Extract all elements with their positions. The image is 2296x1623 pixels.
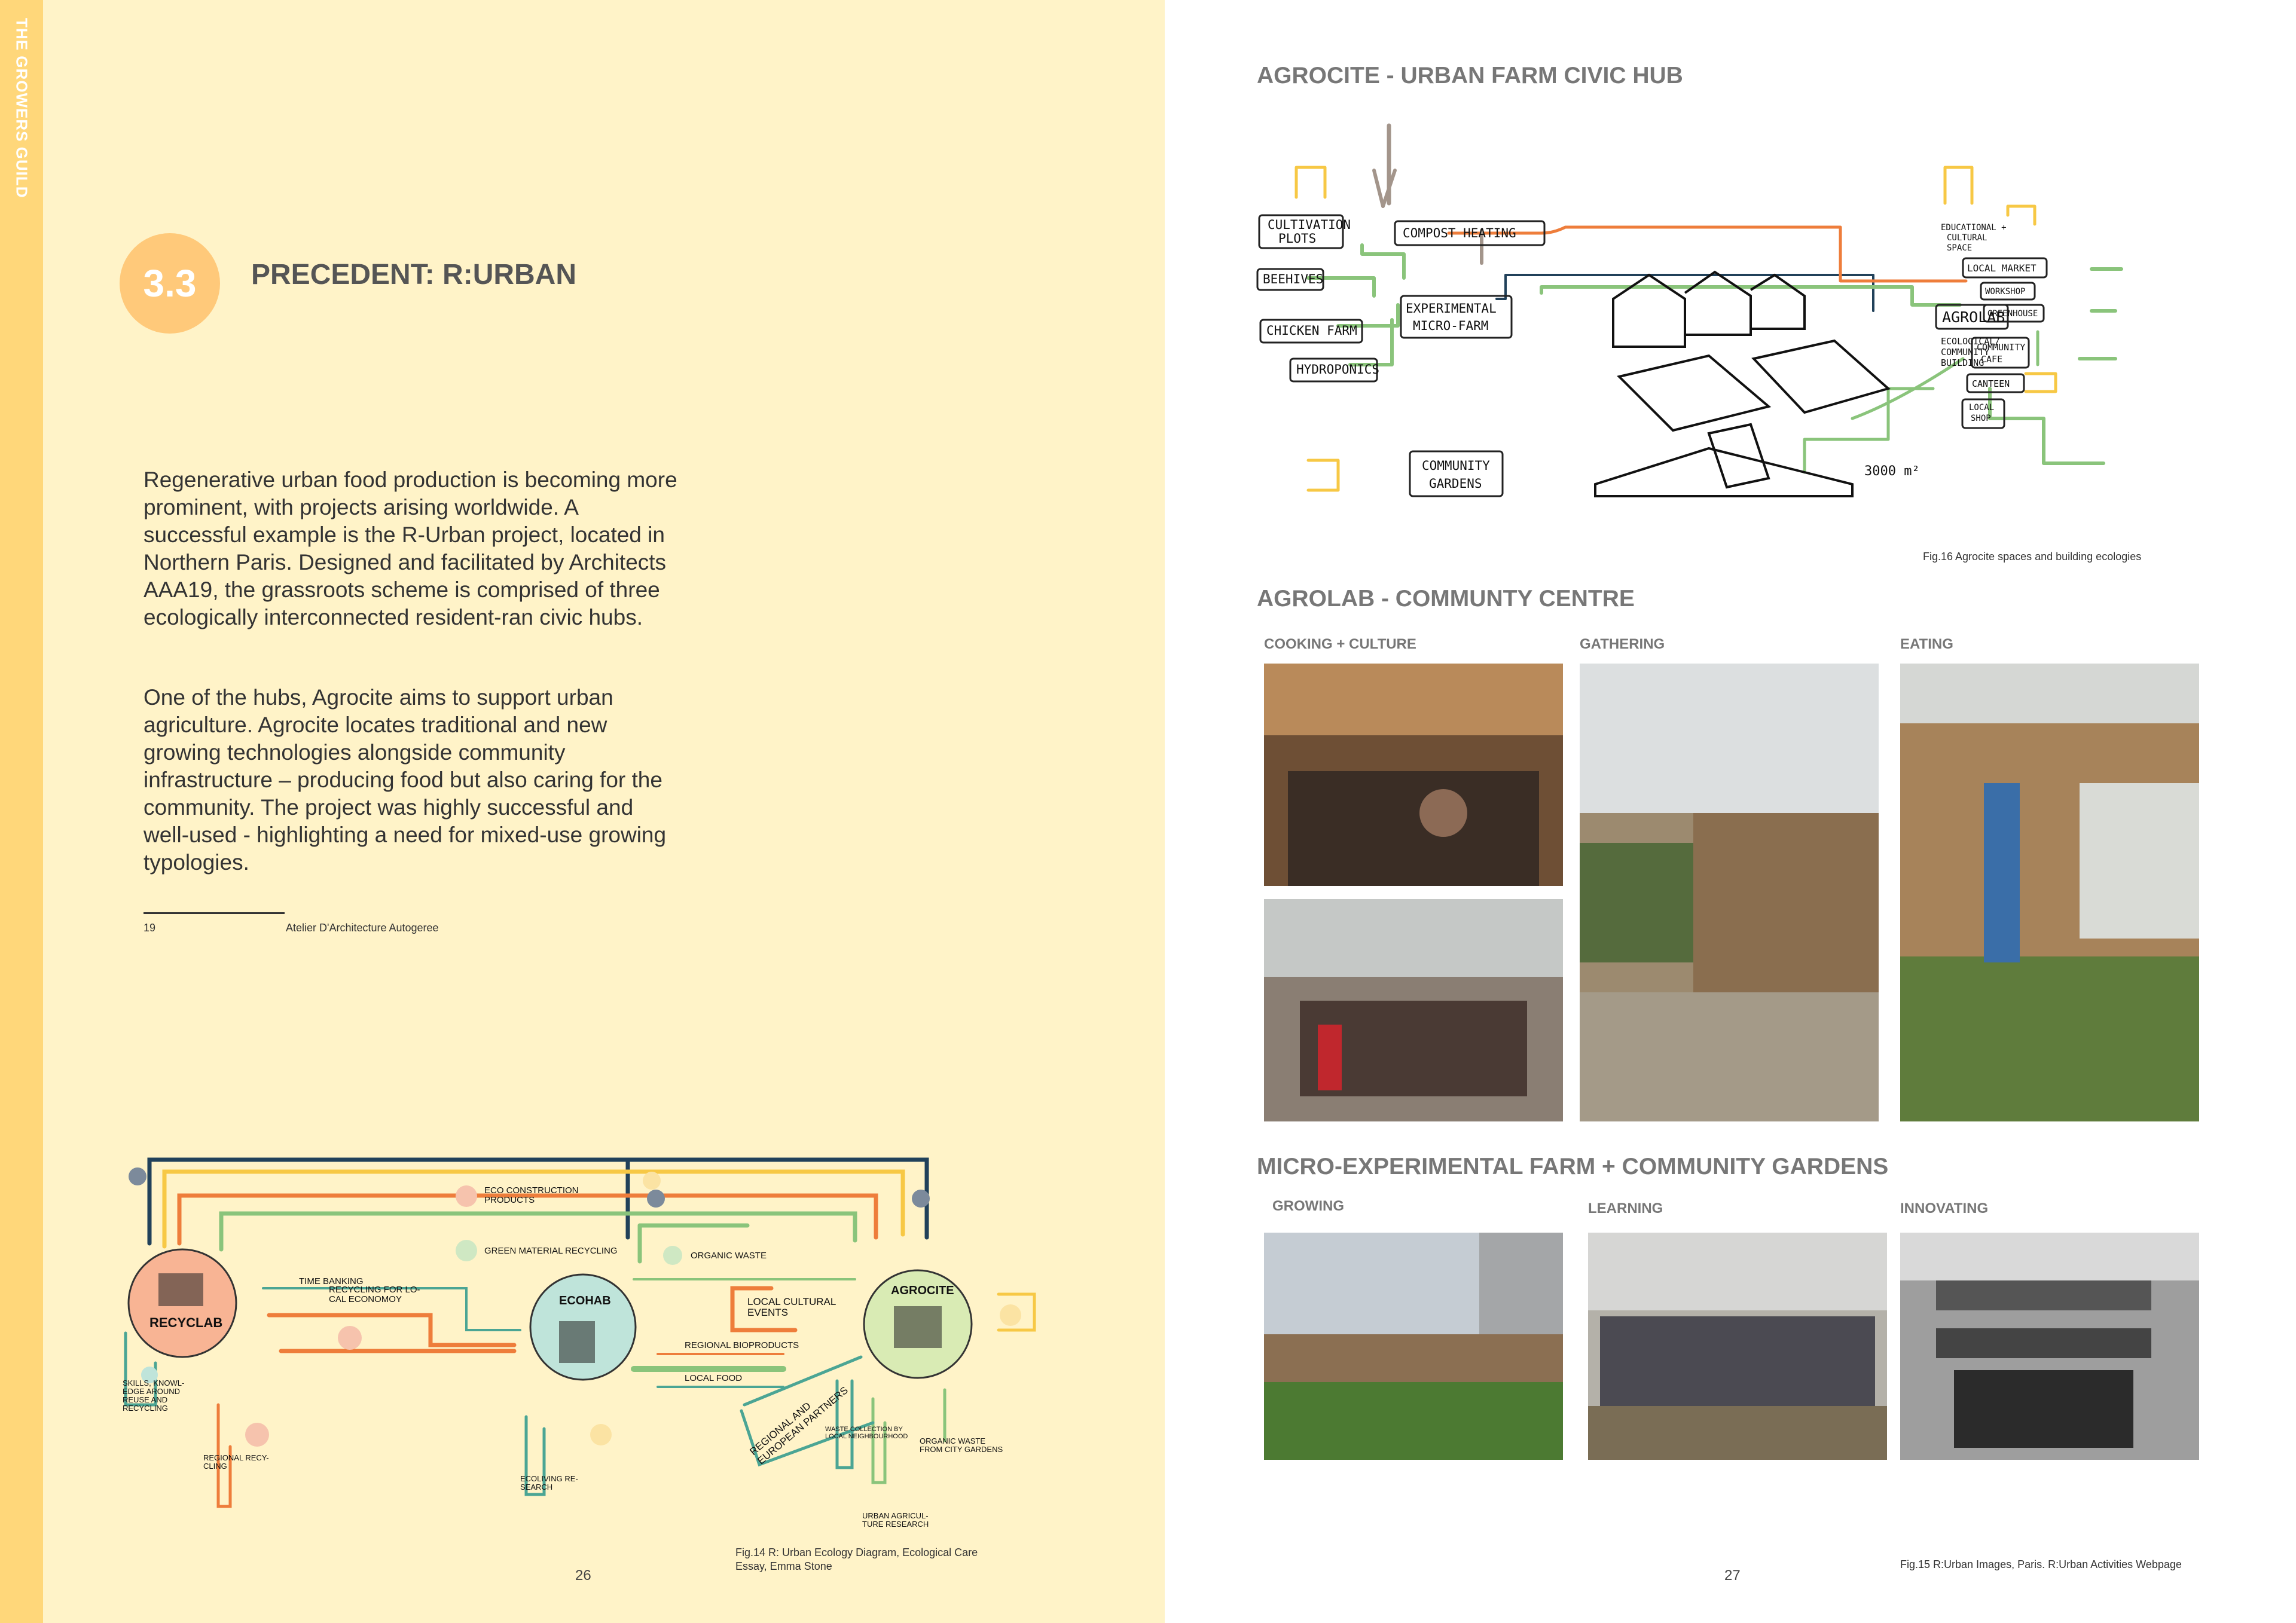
agrocite-label-cultivation-1: CULTIVATION bbox=[1268, 218, 1351, 232]
label-regional-recy-1: REGIONAL RECY- bbox=[203, 1453, 269, 1462]
agrocite-label-hydroponics: HYDROPONICS bbox=[1296, 362, 1379, 377]
label-organic-waste: ORGANIC WASTE bbox=[691, 1251, 767, 1261]
agrocite-label-workshop: WORKSHOP bbox=[1985, 287, 2025, 297]
agrocite-label-greenhouse: GREENHOUSE bbox=[1987, 309, 2038, 319]
sub-cooking: COOKING + CULTURE bbox=[1264, 636, 1416, 652]
hub-recyclab: RECYCLAB bbox=[149, 1315, 222, 1330]
body-paragraph-2: One of the hubs, Agrocite aims to suppor… bbox=[144, 685, 667, 875]
label-waste-collection-1: WASTE COLLECTION BY bbox=[825, 1426, 903, 1433]
ecology-caption-line-2: Essay, Emma Stone bbox=[735, 1560, 832, 1572]
page-number-left: 26 bbox=[575, 1567, 591, 1584]
label-products: PRODUCTS bbox=[484, 1195, 535, 1205]
label-eco-construction: ECO CONSTRUCTION bbox=[484, 1185, 579, 1196]
sub-growing: GROWING bbox=[1272, 1198, 1344, 1214]
photo-learning bbox=[1588, 1233, 1887, 1460]
label-regional-bioproducts: REGIONAL BIOPRODUCTS bbox=[685, 1340, 799, 1350]
agrocite-label-ecological-3: BUILDING bbox=[1941, 357, 1984, 368]
body-paragraph-1: Regenerative urban food production is be… bbox=[144, 467, 677, 629]
agrolab-heading: AGROLAB - COMMUNTY CENTRE bbox=[1257, 586, 1635, 612]
label-local-cultural-1: LOCAL CULTURAL bbox=[747, 1296, 836, 1307]
agrocite-label-ecological-2: COMMUNITY bbox=[1941, 347, 1989, 357]
label-skills-3: REUSE AND bbox=[123, 1395, 167, 1404]
photo-growing bbox=[1264, 1233, 1563, 1460]
microfarm-heading: MICRO-EXPERIMENTAL FARM + COMMUNITY GARD… bbox=[1257, 1154, 1889, 1179]
footnote-text: Atelier D'Architecture Autogeree bbox=[286, 922, 439, 934]
agrocite-label-community-1: COMMUNITY bbox=[1422, 459, 1490, 473]
sub-innovating: INNOVATING bbox=[1900, 1200, 1989, 1217]
label-recycling-local-1: RECYCLING FOR LO- bbox=[329, 1285, 420, 1295]
label-regional-recy-2: CLING bbox=[203, 1462, 227, 1471]
label-urban-agri-1: URBAN AGRICUL- bbox=[862, 1511, 929, 1520]
urban-ecology-diagram: RECYCLAB ECOHAB AGROCITE ECO CONSTRUCTIO… bbox=[123, 1157, 1036, 1529]
agrocite-sketch-diagram: CULTIVATION PLOTS COMPOST HEATING BEEHIV… bbox=[1256, 123, 2123, 497]
section-title: PRECEDENT: R:URBAN bbox=[251, 259, 577, 291]
label-skills-2: EDGE AROUND bbox=[123, 1387, 180, 1396]
agrocite-label-chicken: CHICKEN FARM bbox=[1266, 323, 1357, 338]
photo-cooking-1 bbox=[1264, 664, 1563, 886]
agrocite-label-educational-2: CULTURAL bbox=[1947, 233, 1987, 243]
agrocite-label-experimental-2: MICRO-FARM bbox=[1413, 319, 1488, 333]
section-number-badge: 3.3 bbox=[120, 233, 220, 334]
ecology-caption: Fig.14 R: Urban Ecology Diagram, Ecologi… bbox=[735, 1546, 978, 1573]
label-skills-4: RECYCLING bbox=[123, 1404, 168, 1413]
photo-gathering bbox=[1580, 664, 1879, 1121]
label-recycling-local-2: CAL ECONOMOY bbox=[329, 1294, 402, 1304]
footnote-number: 19 bbox=[144, 922, 156, 934]
agrocite-label-beehives: BEEHIVES bbox=[1263, 272, 1323, 286]
sub-gathering: GATHERING bbox=[1580, 636, 1665, 652]
label-ecoliving-2: SEARCH bbox=[520, 1483, 552, 1491]
agrocite-label-local-market: LOCAL MARKET bbox=[1967, 262, 2037, 274]
label-ecoliving-1: ECOLIVING RE- bbox=[520, 1474, 578, 1483]
photo-cooking-2 bbox=[1264, 899, 1563, 1121]
hub-ecohab: ECOHAB bbox=[559, 1294, 611, 1307]
sub-learning: LEARNING bbox=[1588, 1200, 1663, 1217]
agrocite-label-educational-1: EDUCATIONAL + bbox=[1941, 223, 2007, 233]
photo-innovating bbox=[1900, 1233, 2199, 1460]
label-local-cultural-2: EVENTS bbox=[747, 1307, 788, 1318]
ecology-caption-line-1: Fig.14 R: Urban Ecology Diagram, Ecologi… bbox=[735, 1546, 978, 1558]
right-page: AGROCITE - URBAN FARM CIVIC HUB bbox=[1165, 0, 2296, 1623]
agrocite-label-community-2: GARDENS bbox=[1429, 476, 1482, 491]
agrocite-label-community-cafe-1: COMMUNITY bbox=[1977, 342, 2025, 353]
sidebar-title: THE GROWERS GUILD bbox=[13, 18, 31, 198]
label-time-banking: TIME BANKING bbox=[299, 1276, 364, 1286]
photo-eating bbox=[1900, 664, 2199, 1121]
page-number-right: 27 bbox=[1724, 1567, 1741, 1584]
hub-agrocite: AGROCITE bbox=[891, 1284, 954, 1297]
left-page: THE GROWERS GUILD 3.3 PRECEDENT: R:URBAN… bbox=[0, 0, 1165, 1623]
agrocite-label-canteen: CANTEEN bbox=[1972, 378, 2010, 389]
agrocite-label-local-shop-1: LOCAL bbox=[1969, 403, 1994, 412]
label-organic-city-1: ORGANIC WASTE bbox=[920, 1436, 985, 1445]
agrocite-label-experimental-1: EXPERIMENTAL bbox=[1406, 301, 1497, 316]
footnote-rule bbox=[144, 912, 285, 914]
agrocite-label-educational-3: SPACE bbox=[1947, 243, 1972, 253]
label-green-material: GREEN MATERIAL RECYCLING bbox=[484, 1246, 618, 1256]
label-urban-agri-2: TURE RESEARCH bbox=[862, 1520, 929, 1529]
label-local-food: LOCAL FOOD bbox=[685, 1373, 742, 1383]
agrocite-label-local-shop-2: SHOP bbox=[1971, 414, 1991, 423]
sub-eating: EATING bbox=[1900, 636, 1953, 652]
agrocite-label-ecological-1: ECOLOGICAL/ bbox=[1941, 336, 2000, 347]
agrocite-heading: AGROCITE - URBAN FARM CIVIC HUB bbox=[1257, 63, 1683, 88]
label-skills-1: SKILLS, KNOWL- bbox=[123, 1379, 184, 1387]
microfarm-caption: Fig.15 R:Urban Images, Paris. R:Urban Ac… bbox=[1900, 1558, 2182, 1570]
agrocite-label-cultivation-2: PLOTS bbox=[1278, 231, 1316, 246]
label-waste-collection-2: LOCAL NEIGHBOURHOOD bbox=[825, 1433, 908, 1440]
label-organic-city-2: FROM CITY GARDENS bbox=[920, 1445, 1003, 1454]
agrocite-label-area: 3000 m² bbox=[1864, 464, 1920, 479]
agrocite-label-compost: COMPOST HEATING bbox=[1403, 226, 1516, 240]
side-strip: THE GROWERS GUILD bbox=[0, 0, 43, 1623]
agrocite-caption: Fig.16 Agrocite spaces and building ecol… bbox=[1923, 551, 2142, 563]
agrocite-label-community-cafe-2: CAFE bbox=[1981, 354, 2002, 365]
agrocite-label-agrolab: AGROLAB bbox=[1942, 308, 2005, 326]
